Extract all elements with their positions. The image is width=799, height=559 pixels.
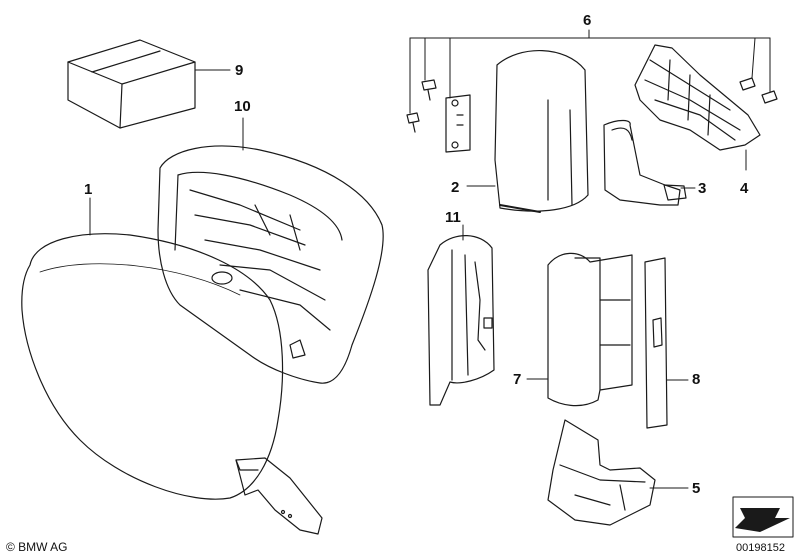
leader-lines	[89, 29, 771, 489]
part-2-cover	[494, 49, 589, 213]
part-4-frame	[634, 44, 761, 151]
copyright-label: © BMW AG	[6, 540, 68, 554]
part-6-screws	[406, 77, 778, 153]
callout-8: 8	[692, 371, 701, 388]
part-10-headrest-shell	[157, 145, 384, 384]
part-3-guide	[603, 119, 687, 206]
part-8-strip	[644, 257, 668, 429]
callout-7: 7	[513, 371, 522, 388]
callout-2: 2	[451, 179, 460, 196]
part-1-headrest	[21, 233, 323, 535]
part-9-box	[67, 39, 196, 129]
callout-4: 4	[740, 180, 749, 197]
callout-3: 3	[698, 180, 707, 197]
callout-1: 1	[84, 181, 93, 198]
callout-11: 11	[445, 209, 461, 226]
arrow-icon	[732, 496, 794, 538]
part-7-cover	[547, 252, 633, 407]
callout-5: 5	[692, 480, 701, 497]
callout-6: 6	[583, 12, 592, 29]
callout-9: 9	[235, 62, 244, 79]
callout-10: 10	[234, 98, 251, 115]
diagram-code: 00198152	[736, 542, 785, 554]
part-11-cover	[427, 235, 495, 406]
part-5-bracket	[547, 419, 656, 526]
